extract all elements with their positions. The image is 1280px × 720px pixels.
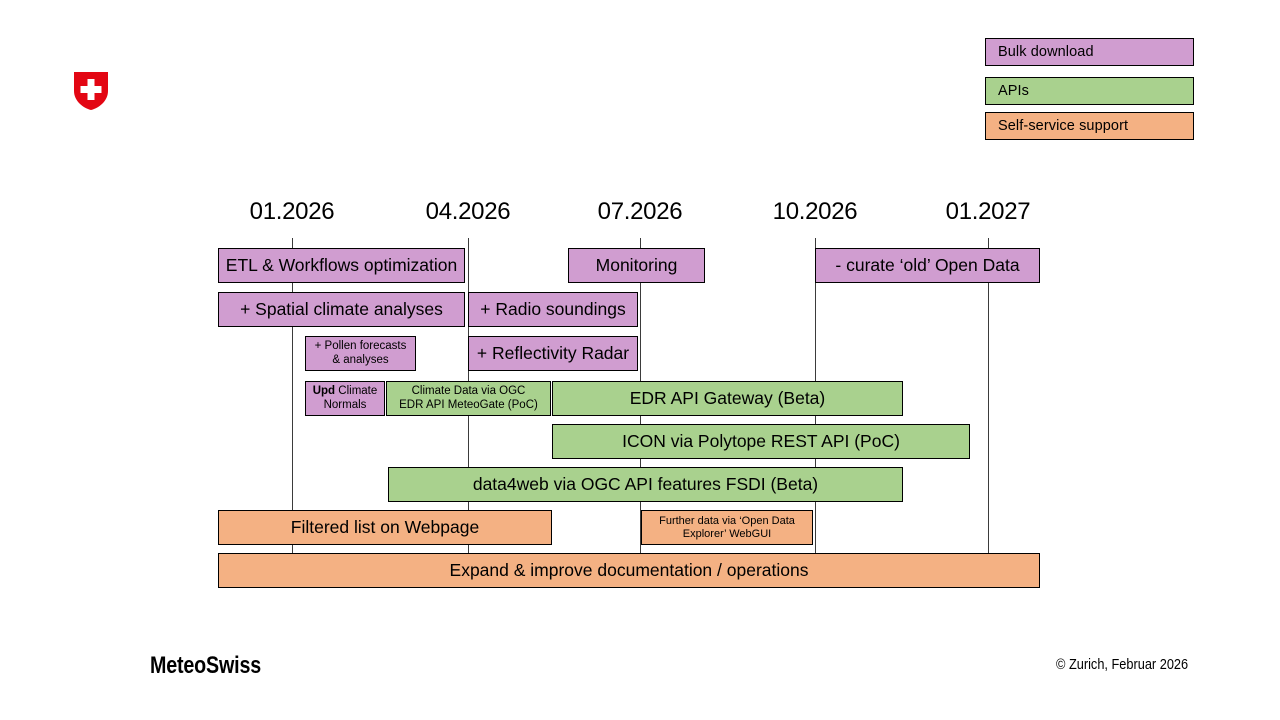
footer-copyright: © Zurich, Februar 2026 [1055,657,1188,673]
gantt-bar-radio-soundings[interactable]: + Radio soundings [468,292,638,327]
gantt-bar-pollen-forecasts-analyses[interactable]: + Pollen forecasts& analyses [305,336,416,371]
gantt-bar-label-line1-pollen-forecasts-analyses: + Pollen forecasts [314,340,407,353]
gantt-bar-label-radio-soundings: + Radio soundings [480,299,626,320]
swiss-coat-of-arms-logo [74,72,108,110]
gantt-bar-label-data4web-ogc-api-features-fsdi: data4web via OGC API features FSDI (Beta… [472,474,819,495]
gantt-bar-filtered-list-on-webpage[interactable]: Filtered list on Webpage [218,510,552,545]
timeline-tick-label-2: 07.2026 [597,198,683,225]
timeline-gridline-4 [988,238,989,586]
gantt-bar-label-edr-api-gateway-beta: EDR API Gateway (Beta) [629,388,826,409]
gantt-bar-label-expand-improve-documentation-operations: Expand & improve documentation / operati… [449,560,809,581]
gantt-bar-label-pollen-forecasts-analyses: + Pollen forecasts& analyses [306,340,415,366]
gantt-bar-label-lead-upd-climate-normals: Upd [312,385,336,398]
gantt-bar-label-curate-old-open-data: - curate ‘old’ Open Data [835,255,1020,276]
timeline-tick-label-4: 01.2027 [945,198,1031,225]
gantt-bar-label-etl-workflows-optimization: ETL & Workflows optimization [225,255,458,276]
gantt-bar-label-reflectivity-radar: + Reflectivity Radar [476,343,630,364]
swiss-shield-icon [74,72,108,110]
gantt-bar-icon-polytope-rest-api-poc[interactable]: ICON via Polytope REST API (PoC) [552,424,970,459]
footer-brand: MeteoSwiss [150,652,262,679]
gantt-bar-label-spatial-climate-analyses: + Spatial climate analyses [240,299,443,320]
gantt-bar-reflectivity-radar[interactable]: + Reflectivity Radar [468,336,638,371]
gantt-bar-label-line2-pollen-forecasts-analyses: & analyses [332,353,389,366]
gantt-bar-data4web-ogc-api-features-fsdi[interactable]: data4web via OGC API features FSDI (Beta… [388,467,903,502]
gantt-bar-label-line1-further-data-open-data-explorer: Further data via ‘Open Data [659,514,795,527]
gantt-bar-label-line1-climate-data-ogc-edr-meteogate: Climate Data via OGC [411,385,526,398]
gantt-bar-label-line2-further-data-open-data-explorer: Explorer’ WebGUI [682,527,772,540]
legend-label-self-service-support: Self-service support [998,118,1129,134]
gantt-bar-monitoring[interactable]: Monitoring [568,248,705,283]
legend-label-apis: APIs [998,83,1030,99]
gantt-bar-curate-old-open-data[interactable]: - curate ‘old’ Open Data [815,248,1040,283]
gantt-bar-label-monitoring: Monitoring [595,255,678,276]
timeline-tick-label-1: 04.2026 [425,198,511,225]
gantt-bar-label-line2-upd-climate-normals: Normals [323,398,367,411]
gantt-bar-label-filtered-list-on-webpage: Filtered list on Webpage [290,517,480,538]
timeline-tick-label-3: 10.2026 [772,198,858,225]
gantt-bar-expand-improve-documentation-operations[interactable]: Expand & improve documentation / operati… [218,553,1040,588]
gantt-bar-label-line2-climate-data-ogc-edr-meteogate: EDR API MeteoGate (PoC) [399,398,538,411]
legend-item-apis[interactable]: APIs [985,77,1194,105]
timeline-tick-label-0: 01.2026 [249,198,335,225]
gantt-bar-etl-workflows-optimization[interactable]: ETL & Workflows optimization [218,248,465,283]
gantt-bar-edr-api-gateway-beta[interactable]: EDR API Gateway (Beta) [552,381,903,416]
timeline-gridline-0 [292,238,293,586]
gantt-bar-label-icon-polytope-rest-api-poc: ICON via Polytope REST API (PoC) [622,431,900,452]
legend-item-bulk-download[interactable]: Bulk download [985,38,1194,66]
gantt-bar-label-line1-upd-climate-normals: Climate [335,385,378,398]
legend-item-self-service-support[interactable]: Self-service support [985,112,1194,140]
legend-label-bulk-download: Bulk download [998,44,1094,60]
gantt-bar-spatial-climate-analyses[interactable]: + Spatial climate analyses [218,292,465,327]
